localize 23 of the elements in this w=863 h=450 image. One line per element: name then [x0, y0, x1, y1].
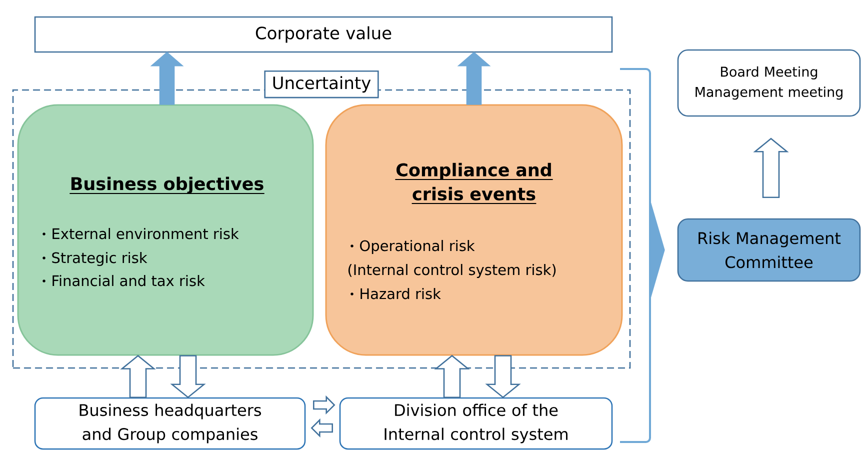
bullet-item: (Internal control system risk) [348, 264, 556, 278]
hollow-arrow [313, 395, 336, 415]
label-box: Uncertainty [264, 70, 379, 98]
block-arrow [150, 52, 184, 105]
block-arrow [457, 52, 491, 105]
hollow-arrow [170, 355, 206, 398]
bullet-item: Strategic risk [42, 252, 148, 266]
committee-box: Risk Management Committee [677, 218, 861, 282]
unit-box: Division office of the Internal control system [339, 397, 613, 450]
hollow-arrow [120, 354, 156, 398]
bullet-item: Financial and tax risk [42, 274, 205, 286]
value-box: Corporate value [34, 16, 613, 53]
bullet-item: External environment risk [42, 228, 239, 240]
hollow-arrow [434, 354, 470, 398]
unit-box: Business headquarters and Group companies [34, 397, 306, 450]
meeting-box: Board Meeting Management meeting [677, 49, 861, 117]
panel-heading: Compliance and crisis events [394, 162, 554, 204]
panel-heading: Business objectives [69, 176, 265, 194]
hollow-arrow [485, 355, 521, 398]
bullet-item: Operational risk [350, 240, 475, 254]
bullet-item: Hazard risk [350, 288, 441, 300]
hollow-arrow [753, 138, 789, 198]
hollow-arrow [310, 418, 333, 438]
